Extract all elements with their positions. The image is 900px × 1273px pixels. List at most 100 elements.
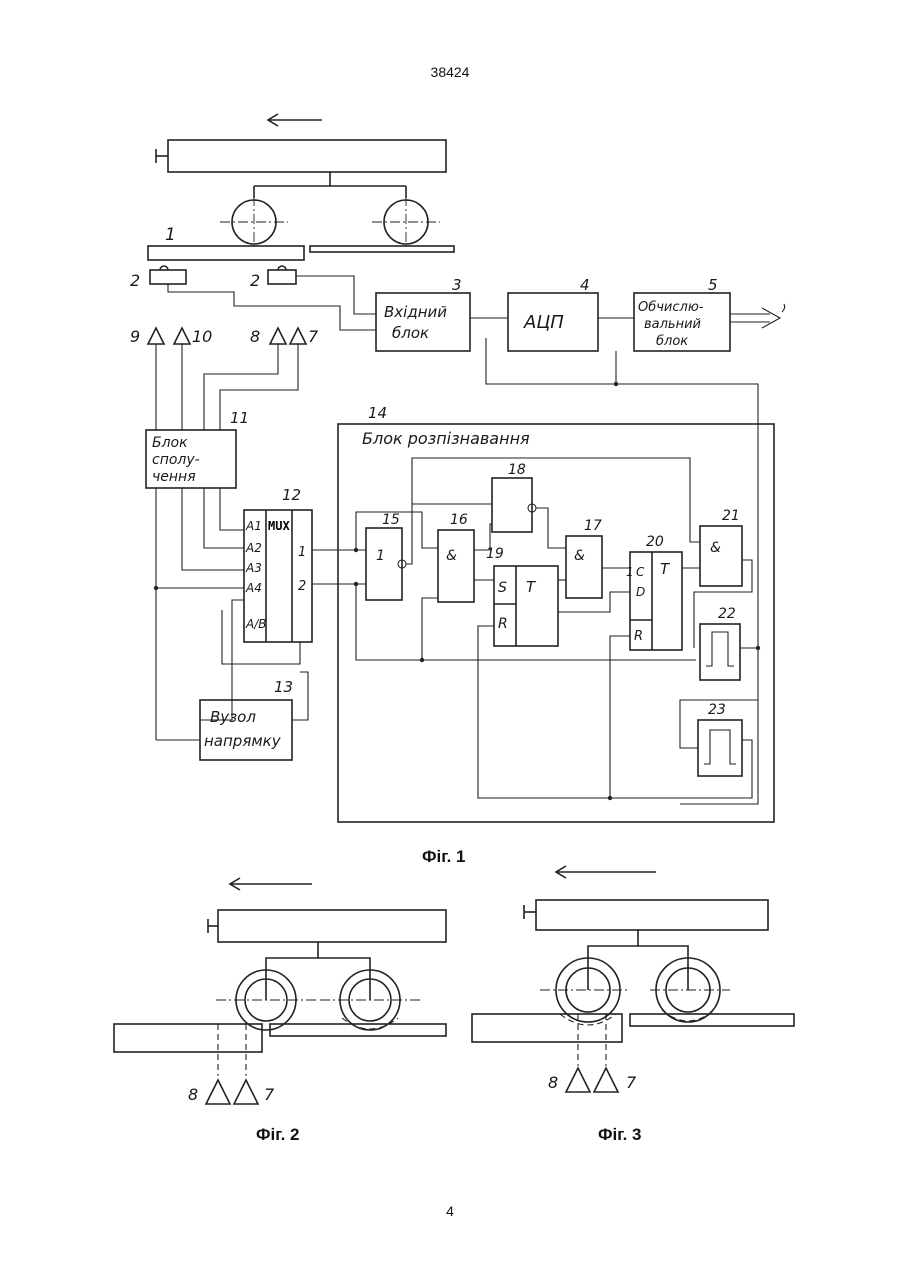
wire-sensor-left bbox=[168, 284, 376, 330]
terminal-9: 9 bbox=[130, 327, 164, 346]
vehicle-body bbox=[536, 900, 768, 930]
svg-text:Обчислю-: Обчислю- bbox=[638, 300, 704, 315]
svg-text:S: S bbox=[498, 580, 507, 596]
svg-text:A1: A1 bbox=[245, 519, 262, 533]
trigger-19: S R T 19 bbox=[486, 546, 558, 646]
wheel-right bbox=[320, 970, 420, 1030]
svg-text:A2: A2 bbox=[245, 541, 262, 555]
fig3-caption: Фіг. 3 bbox=[598, 1125, 642, 1144]
svg-text:MUX: MUX bbox=[268, 519, 290, 533]
svg-text:&: & bbox=[710, 540, 721, 556]
and-gate-16: & 16 bbox=[438, 512, 474, 602]
terminal-8 bbox=[206, 1080, 230, 1104]
svg-text:D: D bbox=[636, 585, 645, 599]
svg-text:1: 1 bbox=[626, 565, 634, 579]
label-8: 8 bbox=[548, 1073, 558, 1092]
svg-text:21: 21 bbox=[722, 508, 740, 524]
adc-block-4: АЦП 4 bbox=[508, 276, 598, 351]
svg-text:чення: чення bbox=[152, 469, 196, 485]
direction-node-13: Вузол напрямку 13 bbox=[200, 678, 293, 760]
recognition-block-14: Блок розпізнавання 14 bbox=[338, 404, 774, 822]
svg-text:1: 1 bbox=[376, 548, 385, 564]
wheel-right bbox=[372, 196, 440, 248]
svg-text:АЦП: АЦП bbox=[523, 312, 564, 333]
fig2: 8 7 Фіг. 2 bbox=[114, 878, 446, 1144]
svg-text:вальний: вальний bbox=[644, 317, 701, 332]
svg-text:A3: A3 bbox=[245, 561, 262, 575]
delay-block-18: 18 bbox=[492, 462, 536, 532]
svg-text:15: 15 bbox=[382, 512, 400, 528]
fig1-caption: Фіг. 1 bbox=[422, 847, 466, 866]
terminal-7 bbox=[234, 1080, 258, 1104]
label-7: 7 bbox=[264, 1085, 275, 1104]
terminal-10: 10 bbox=[174, 327, 212, 346]
svg-text:11: 11 bbox=[230, 409, 249, 427]
svg-text:18: 18 bbox=[508, 462, 526, 478]
svg-text:13: 13 bbox=[274, 678, 293, 696]
compute-block-5: Обчислю- вальний блок 5 bbox=[634, 276, 730, 351]
wire-feedback-bus bbox=[486, 338, 758, 804]
rail-track bbox=[270, 1024, 446, 1036]
svg-text:4: 4 bbox=[580, 276, 590, 294]
svg-text:22: 22 bbox=[718, 606, 736, 622]
svg-text:&: & bbox=[446, 548, 457, 564]
svg-text:T: T bbox=[660, 560, 671, 578]
match-block-11: Блок сполу- чення 11 bbox=[146, 409, 249, 488]
svg-text:23: 23 bbox=[708, 702, 726, 718]
vehicle-body bbox=[218, 910, 446, 942]
svg-text:R: R bbox=[498, 616, 508, 632]
svg-text:R: R bbox=[634, 629, 643, 644]
rail-measuring bbox=[472, 1014, 622, 1042]
wire-sensor-right bbox=[296, 276, 376, 314]
rail-track bbox=[630, 1014, 794, 1026]
wheel-left bbox=[220, 196, 288, 248]
or-gate-15: 1 15 bbox=[366, 512, 406, 600]
wheel-left bbox=[540, 958, 630, 1022]
svg-text:3: 3 bbox=[452, 276, 462, 294]
svg-text:12: 12 bbox=[282, 486, 301, 504]
and-gate-17: & 17 bbox=[566, 518, 602, 598]
svg-text:Блок: Блок bbox=[152, 435, 188, 451]
svg-text:Блок розпізнавання: Блок розпізнавання bbox=[362, 429, 530, 448]
svg-text:сполу-: сполу- bbox=[152, 452, 200, 468]
label-1: 1 bbox=[165, 225, 176, 245]
svg-text:2: 2 bbox=[130, 271, 140, 290]
fig3: 8 7 Фіг. 3 bbox=[472, 866, 794, 1144]
svg-text:19: 19 bbox=[486, 546, 504, 562]
trigger-20: 1 C D R T 20 bbox=[626, 534, 682, 650]
page-number: 4 bbox=[0, 1203, 900, 1219]
direction-arrow-icon bbox=[268, 114, 322, 126]
svg-text:2: 2 bbox=[250, 271, 260, 290]
output-arrow-icon bbox=[730, 304, 785, 328]
svg-text:блок: блок bbox=[392, 324, 429, 342]
rail-track bbox=[310, 246, 454, 252]
svg-text:2: 2 bbox=[298, 579, 306, 594]
svg-text:14: 14 bbox=[368, 404, 387, 422]
sensor-left: 2 bbox=[130, 266, 186, 290]
sensor-right: 2 bbox=[250, 266, 296, 290]
wheel-right bbox=[650, 958, 730, 1022]
pulse-generator-22: 22 bbox=[700, 606, 740, 680]
svg-text:A/B: A/B bbox=[245, 617, 266, 631]
svg-text:блок: блок bbox=[656, 334, 688, 349]
svg-text:1: 1 bbox=[298, 545, 306, 560]
svg-text:16: 16 bbox=[450, 512, 468, 528]
rail-measuring bbox=[148, 246, 304, 260]
mux-block-12: MUX A1 A2 A3 A4 A/B 1 2 12 bbox=[244, 486, 312, 642]
svg-text:C: C bbox=[636, 565, 645, 579]
svg-text:Вузол: Вузол bbox=[210, 708, 256, 726]
input-block-3: Вхідний блок 3 bbox=[376, 276, 470, 351]
svg-text:&: & bbox=[574, 548, 585, 564]
svg-text:7: 7 bbox=[308, 327, 319, 346]
svg-text:T: T bbox=[526, 578, 537, 596]
terminal-8 bbox=[566, 1068, 590, 1092]
svg-text:10: 10 bbox=[192, 327, 212, 346]
wheel-left bbox=[216, 970, 316, 1030]
direction-arrow-icon bbox=[556, 866, 656, 878]
fig2-caption: Фіг. 2 bbox=[256, 1125, 300, 1144]
terminal-8: 8 bbox=[250, 327, 286, 346]
svg-text:A4: A4 bbox=[245, 581, 262, 595]
svg-text:5: 5 bbox=[708, 276, 718, 294]
svg-text:8: 8 bbox=[250, 327, 260, 346]
terminal-7 bbox=[594, 1068, 618, 1092]
